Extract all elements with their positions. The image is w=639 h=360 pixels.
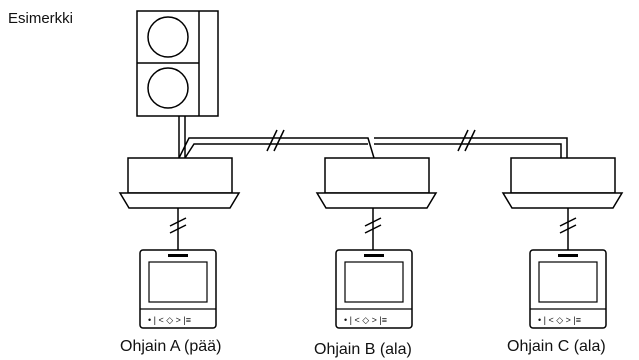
refrigerant-piping <box>178 116 568 159</box>
indoor-unit-b <box>315 157 438 209</box>
controller-b: • | < ◇ > |≡ <box>335 249 413 329</box>
outdoor-unit-icon <box>136 10 219 117</box>
indoor-unit-c <box>501 157 624 209</box>
controller-c: • | < ◇ > |≡ <box>529 249 607 329</box>
controller-a-buttons: • | < ◇ > |≡ <box>148 315 191 325</box>
controller-b-buttons: • | < ◇ > |≡ <box>344 315 387 325</box>
controller-a-label: Ohjain A (pää) <box>120 338 221 355</box>
controller-b-label: Ohjain B (ala) <box>314 341 412 358</box>
control-wiring <box>169 208 577 250</box>
controller-c-buttons: • | < ◇ > |≡ <box>538 315 581 325</box>
controller-c-label: Ohjain C (ala) <box>507 338 606 355</box>
indoor-unit-a <box>118 157 241 209</box>
diagram-title: Esimerkki <box>8 10 73 27</box>
controller-a: • | < ◇ > |≡ <box>139 249 217 329</box>
break-mark-icon <box>266 129 476 152</box>
